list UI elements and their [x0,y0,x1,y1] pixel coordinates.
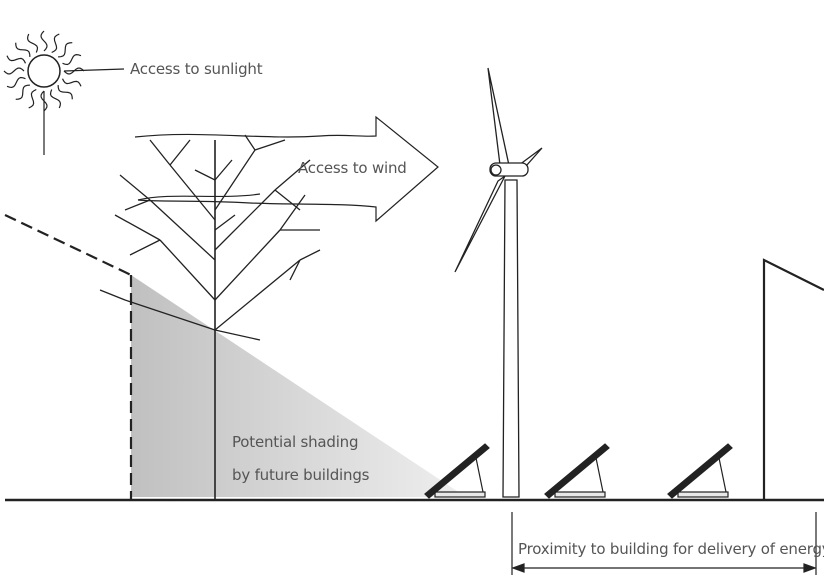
proximity-dimension [511,512,817,575]
sun-icon [3,30,125,155]
shading-area [131,275,466,497]
sunlight-label: Access to sunlight [130,60,263,78]
proximity-label: Proximity to building for delivery of en… [518,540,824,558]
sun-ray [26,33,39,53]
sun-ray [28,88,37,109]
sun-ray [3,67,25,75]
solar-panels [424,443,733,499]
sun-ray [58,42,73,58]
sun-ray [6,55,27,64]
tree [99,134,321,500]
wind-turbine [454,67,543,498]
existing-building [762,258,824,500]
sun-ray [6,76,26,89]
sun-ray [62,53,82,66]
solar-panel [544,443,610,499]
sun-ray [57,85,73,100]
wind-label: Access to wind [298,159,407,177]
solar-panel [667,443,733,499]
solar-panel [424,443,490,499]
shading-label-line2: by future buildings [232,466,370,484]
sun-ray [49,89,62,109]
sun-ray [51,33,60,54]
sun-ray [61,78,82,87]
sun-ray [15,42,31,57]
sun-ray [40,30,48,52]
sun-ray [15,84,30,100]
future-building [4,214,133,500]
shading-label-line1: Potential shading [232,433,359,451]
